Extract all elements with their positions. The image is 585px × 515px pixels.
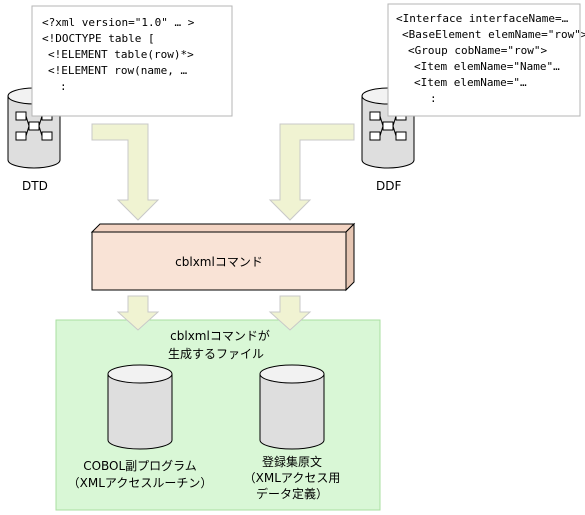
- cobol-subprogram-cylinder-icon: [107, 364, 173, 450]
- library-text-label: 登録集原文: [262, 454, 322, 469]
- ddf-code-line: :: [430, 92, 437, 105]
- ddf-label: DDF: [376, 179, 401, 193]
- dtd-code-line: <?xml version="1.0" … >: [42, 16, 195, 29]
- ddf-code-line: <BaseElement elemName="row">: [402, 28, 585, 41]
- command-box: cblxmlコマンド: [90, 222, 356, 292]
- ddf-code-box: <Interface interfaceName=… <BaseElement …: [387, 3, 585, 117]
- ddf-to-command-arrow: [268, 123, 355, 221]
- dtd-code-line: <!ELEMENT row(name, …: [48, 64, 187, 77]
- dtd-label: DTD: [22, 179, 48, 193]
- dtd-code-line: <!ELEMENT table(row)*>: [48, 48, 194, 61]
- dtd-to-command-arrow: [91, 123, 160, 221]
- library-text-label: （XMLアクセス用: [244, 471, 341, 485]
- cobol-subprogram-label: COBOL副プログラム: [83, 459, 197, 473]
- library-text-label: データ定義）: [256, 486, 328, 501]
- output-title-line: 生成するファイル: [168, 347, 264, 361]
- dtd-code-line: :: [60, 80, 67, 93]
- dtd-code-line: <!DOCTYPE table [: [42, 32, 155, 45]
- ddf-code-line: <Item elemName="…: [414, 76, 527, 89]
- ddf-code-line: <Item elemName="Name"…: [414, 60, 560, 73]
- ddf-code-line: <Interface interfaceName=…: [396, 12, 569, 25]
- cobol-subprogram-label: （XMLアクセスルーチン）: [68, 476, 213, 490]
- command-to-cobol-arrow: [116, 295, 160, 331]
- command-label: cblxmlコマンド: [175, 255, 263, 269]
- command-to-library-arrow: [268, 295, 312, 331]
- output-area: cblxmlコマンドが 生成するファイル: [55, 319, 381, 511]
- output-title-line: cblxmlコマンドが: [170, 328, 270, 343]
- library-text-cylinder-icon: [259, 364, 325, 450]
- ddf-code-line: <Group cobName="row">: [408, 44, 547, 57]
- dtd-code-box: <?xml version="1.0" … > <!DOCTYPE table …: [31, 5, 233, 117]
